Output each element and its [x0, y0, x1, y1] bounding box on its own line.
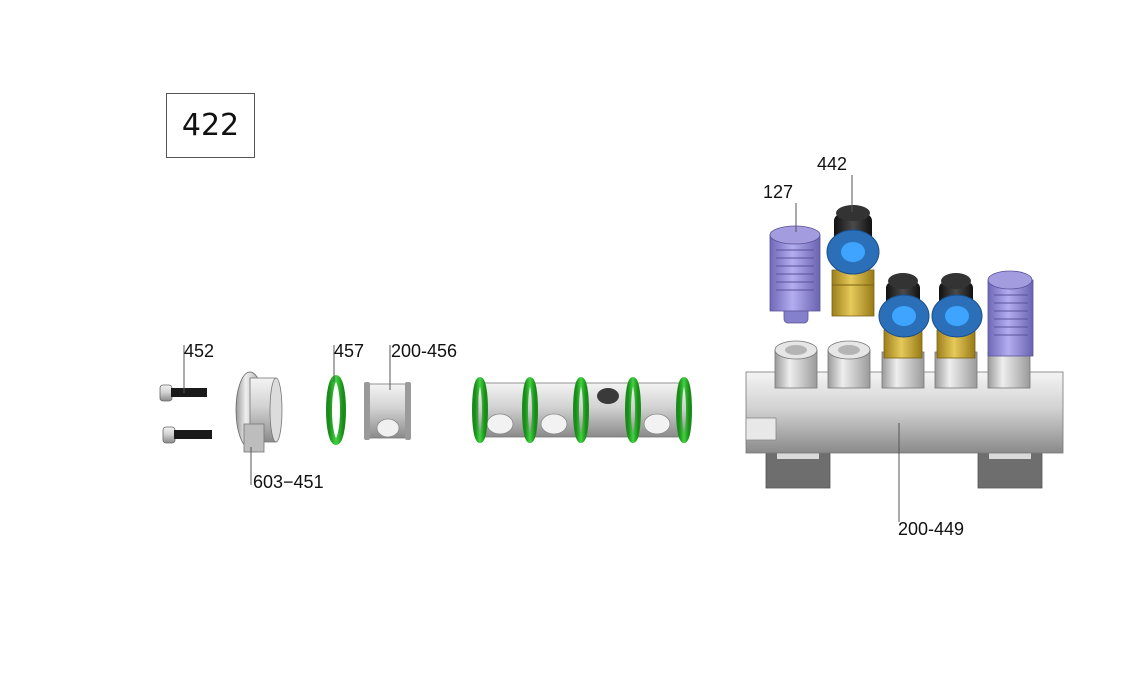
manifold-port-5 — [987, 351, 1031, 389]
assembly-number: 422 — [181, 108, 240, 143]
callout-442: 442 — [817, 154, 847, 174]
callout-452: 452 — [184, 341, 214, 361]
callout-127: 127 — [763, 182, 793, 202]
push-fitting-mounted-1 — [878, 273, 930, 359]
callout-200-449: 200-449 — [898, 519, 964, 539]
spacer — [364, 382, 411, 440]
screw-lower — [162, 426, 212, 444]
callout-603-451: 603−451 — [253, 472, 324, 492]
assembly-number-box: 422 — [166, 93, 255, 158]
callout-200-456: 200-456 — [391, 341, 457, 361]
callout-457: 457 — [334, 341, 364, 361]
silencer-mounted — [987, 270, 1034, 357]
manifold-body — [745, 371, 1064, 489]
push-fitting-mounted-2 — [931, 273, 983, 359]
leader-lines — [183, 175, 900, 522]
push-fitting-loose — [826, 205, 880, 317]
o-ring — [326, 375, 346, 445]
end-cap — [235, 371, 283, 453]
manifold-port-2 — [827, 340, 871, 389]
manifold-port-1 — [774, 340, 818, 389]
silencer-loose — [769, 225, 821, 324]
screw-upper — [159, 384, 207, 402]
valve-spool — [472, 377, 692, 443]
